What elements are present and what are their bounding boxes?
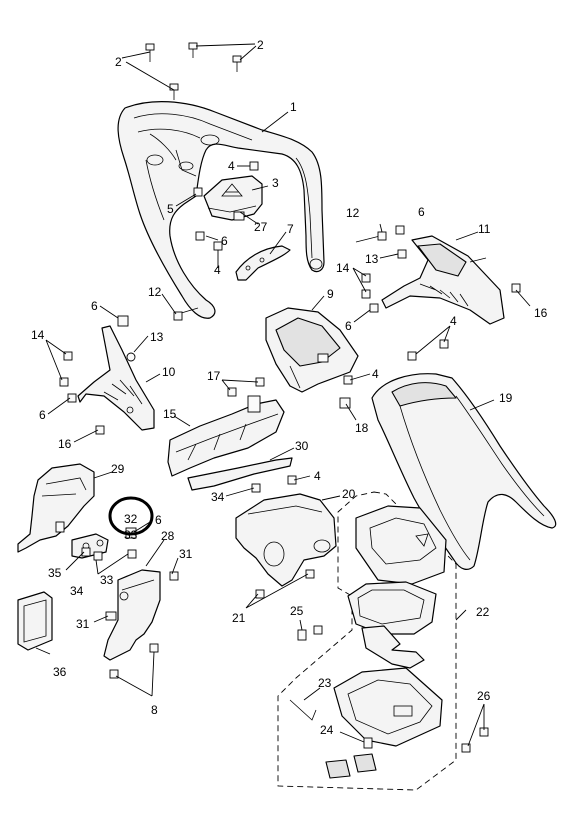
callout-25: 25 [290,604,304,618]
callout-24: 24 [320,723,334,737]
callout-1: 1 [290,100,297,114]
callout-7: 7 [287,222,294,236]
callout-12-b: 12 [148,285,162,299]
callout-16-a: 16 [534,306,548,320]
callout-4-a: 4 [228,159,235,173]
callout-26: 26 [477,689,491,703]
ecu-part-36 [17,591,53,651]
callout-13-b: 13 [150,330,164,344]
callout-12-a: 12 [346,206,360,220]
callout-4-e: 4 [314,469,321,483]
callout-33-a: 33 [124,528,138,542]
callout-8: 8 [151,703,158,717]
callout-4-d: 4 [372,367,379,381]
callout-22: 22 [476,605,490,619]
bracket-part-29 [17,463,95,553]
callout-labels: 2 2 1 4 3 5 27 6 7 4 12 6 11 13 14 16 9 … [31,38,548,737]
callout-10: 10 [162,365,176,379]
callout-21: 21 [232,611,246,625]
callout-4-b: 4 [214,263,221,277]
callout-6-f: 6 [155,513,162,527]
cover-part-20 [235,493,337,587]
bracket-part-7 [235,245,291,281]
callout-5: 5 [167,202,174,216]
callout-16-b: 16 [58,437,72,451]
callout-36: 36 [53,665,67,679]
side-panel-part-11 [381,235,505,325]
callout-15: 15 [163,407,177,421]
callout-18: 18 [355,421,369,435]
callout-23: 23 [318,676,332,690]
callout-6-b: 6 [418,205,425,219]
tray-bracket-part-15 [167,395,285,477]
grab-rail-part [117,101,325,319]
callout-6-d: 6 [91,299,98,313]
fasteners [59,42,521,753]
callout-31-a: 31 [179,547,193,561]
callout-27: 27 [254,220,268,234]
callout-19: 19 [499,391,513,405]
callout-35: 35 [48,566,62,580]
highlight-circle [108,496,154,536]
callout-33-b: 33 [100,573,114,587]
callout-34-a: 34 [211,490,225,504]
callout-32: 32 [124,512,138,526]
callout-31-b: 31 [76,617,90,631]
callout-34-b: 34 [70,584,84,598]
callout-9: 9 [327,287,334,301]
callout-29: 29 [111,462,125,476]
callout-14-b: 14 [31,328,45,342]
side-panel-part-10 [77,325,155,431]
callout-11: 11 [478,222,491,236]
bracket-part-28 [103,569,161,661]
callout-6-a: 6 [221,234,228,248]
leader-lines [35,43,531,747]
callout-4-c: 4 [450,314,457,328]
callout-14-a: 14 [336,261,350,275]
callout-6-e: 6 [39,408,46,422]
callout-2-b: 2 [257,38,264,52]
callout-30: 30 [295,439,309,453]
rear-cowl-part-9 [265,307,359,393]
badge-cover-part [203,175,263,221]
callout-28: 28 [161,529,175,543]
callout-17: 17 [207,369,221,383]
callout-3: 3 [272,176,279,190]
callout-13-a: 13 [365,252,379,266]
strip-part-30 [187,457,293,491]
callout-2-a: 2 [115,55,122,69]
callout-20: 20 [342,487,356,501]
toolkit-group-22 [277,491,457,791]
callout-6-c: 6 [345,319,352,333]
